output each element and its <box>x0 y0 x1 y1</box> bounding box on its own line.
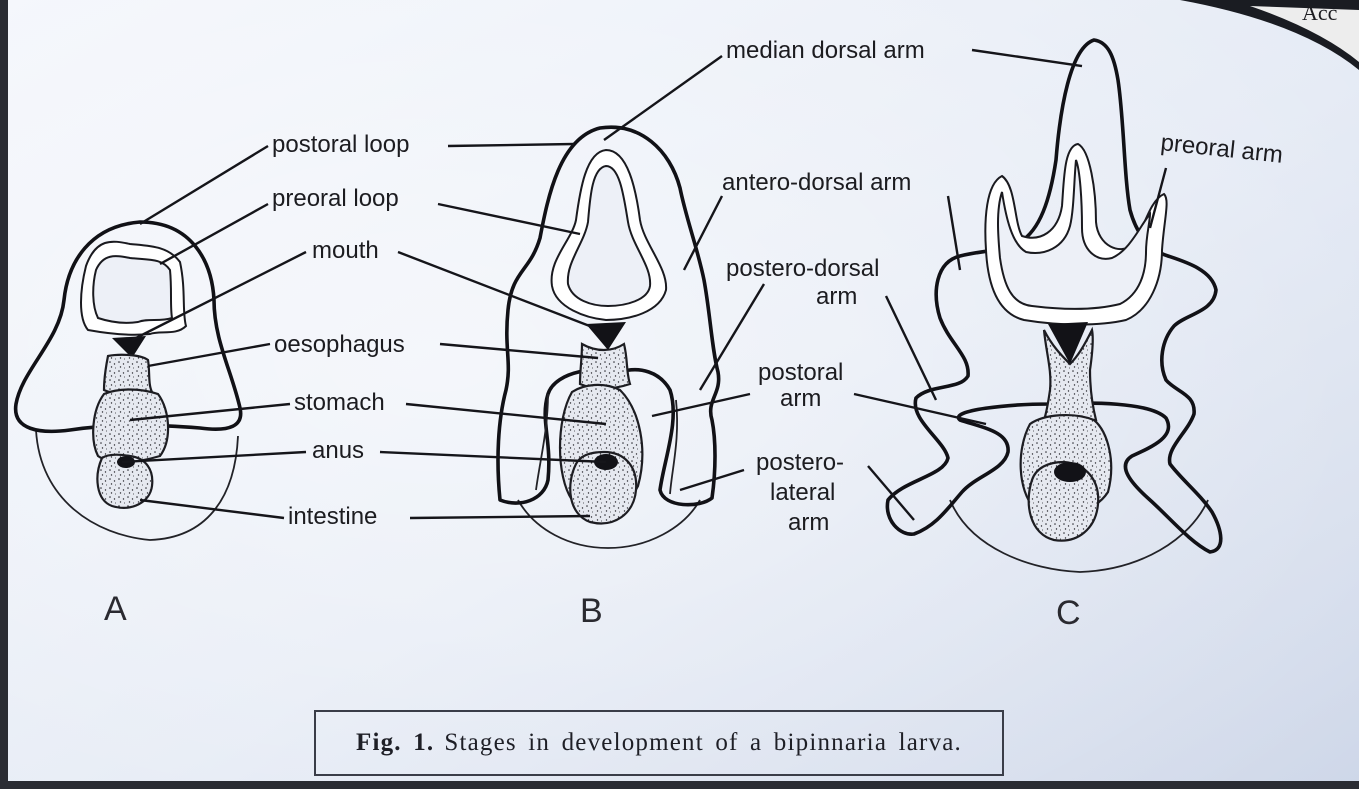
stage-label-b: B <box>580 592 603 630</box>
label-mouth: mouth <box>312 237 379 264</box>
label-oesophagus: oesophagus <box>274 331 405 358</box>
label-postero-dorsal-arm-2: arm <box>816 283 857 310</box>
label-postoral-arm-2: arm <box>780 385 821 412</box>
figure-caption: Fig. 1. Stages in development of a bipin… <box>314 710 1004 776</box>
label-postero-lateral-arm-2: lateral <box>770 479 835 506</box>
corner-text: Acc <box>1302 0 1338 25</box>
label-postero-lateral-arm-1: postero- <box>756 449 844 476</box>
caption-prefix: Fig. 1. <box>356 729 434 757</box>
label-stomach: stomach <box>294 389 385 416</box>
stage-label-c: C <box>1056 594 1081 632</box>
label-anus: anus <box>312 437 364 464</box>
label-postero-lateral-arm-3: arm <box>788 509 829 536</box>
label-postero-dorsal-arm-1: postero-dorsal <box>726 255 879 282</box>
caption-text: Stages in development of a bipinnaria la… <box>444 729 962 757</box>
label-postoral-loop: postoral loop <box>272 131 409 158</box>
label-postoral-arm-1: postoral <box>758 359 843 386</box>
label-antero-dorsal-arm: antero-dorsal arm <box>722 169 911 196</box>
label-median-dorsal-arm: median dorsal arm <box>726 37 925 64</box>
label-preoral-loop: preoral loop <box>272 185 399 212</box>
label-intestine: intestine <box>288 503 377 530</box>
stage-label-a: A <box>104 590 127 628</box>
